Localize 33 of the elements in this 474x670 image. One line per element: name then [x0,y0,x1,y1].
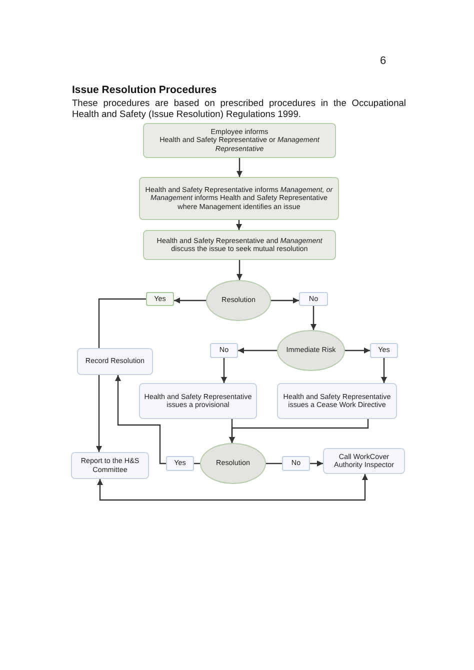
arrow [236,158,242,177]
process-box [323,448,405,474]
answer-tag [166,456,194,471]
arrow [271,298,299,304]
connector-line [98,298,146,348]
arrow [381,358,387,383]
answer-tag [210,343,238,358]
arrow [221,358,227,383]
process-box [71,452,149,479]
page-number: 6 [380,55,386,67]
arrow [310,460,323,466]
connector-line [266,462,282,464]
answer-tag [299,292,328,306]
process-box [277,383,397,419]
process-box [143,230,336,260]
arrow [345,348,370,354]
arrow [238,348,277,354]
arrow [115,375,166,464]
arrow [97,474,368,501]
answer-tag [370,343,398,358]
arrow [236,260,242,280]
arrow [174,298,206,304]
arrow [229,419,369,443]
answer-tag [146,292,174,306]
section-title: Issue Resolution Procedures [72,84,217,96]
arrow [96,375,102,452]
process-box [77,348,153,375]
process-box [143,123,336,158]
process-box [139,177,339,220]
answer-tag [282,456,310,471]
arrow [310,306,316,330]
process-box [139,383,257,419]
arrow [236,220,242,230]
